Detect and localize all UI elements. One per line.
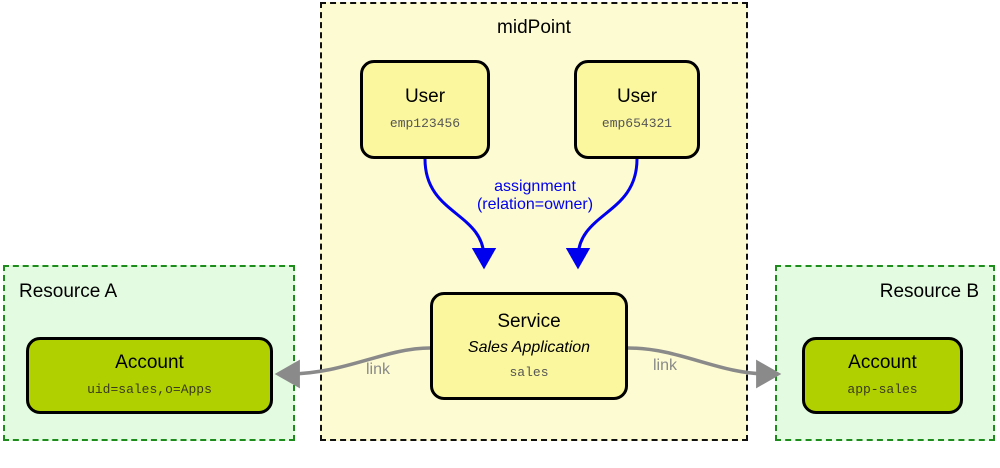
node-service-type: Service bbox=[497, 311, 561, 333]
node-account-a-identifier: uid=sales,o=Apps bbox=[87, 382, 212, 398]
node-service-sales[interactable]: Service Sales Application sales bbox=[430, 292, 628, 400]
node-user-b-identifier: emp654321 bbox=[601, 116, 673, 132]
node-user-b-type: User bbox=[616, 86, 658, 108]
edge-label-assignment-line1: assignment bbox=[494, 178, 576, 195]
node-account-b-type: Account bbox=[848, 352, 917, 374]
node-service-name: Sales Application bbox=[467, 339, 591, 356]
container-resource-a-title: Resource A bbox=[19, 281, 118, 302]
container-resource-b-title: Resource B bbox=[879, 281, 979, 302]
node-user-emp654321[interactable]: User emp654321 bbox=[574, 60, 700, 159]
node-account-b-identifier: app-sales bbox=[847, 382, 918, 398]
node-user-a-identifier: emp123456 bbox=[389, 116, 461, 132]
edge-label-assignment-line2: (relation=owner) bbox=[476, 196, 594, 214]
node-user-a-type: User bbox=[404, 86, 446, 108]
node-account-resource-b[interactable]: Account app-sales bbox=[802, 337, 963, 414]
edge-label-link-right: link bbox=[653, 357, 678, 374]
edge-label-assignment: assignment (relation=owner) bbox=[440, 178, 630, 215]
container-midpoint-title: midPoint bbox=[497, 17, 571, 38]
node-account-resource-a[interactable]: Account uid=sales,o=Apps bbox=[26, 337, 273, 414]
node-service-identifier: sales bbox=[509, 364, 549, 380]
node-account-a-type: Account bbox=[115, 352, 184, 374]
edge-label-link-left: link bbox=[366, 361, 391, 378]
node-user-emp123456[interactable]: User emp123456 bbox=[360, 60, 490, 159]
